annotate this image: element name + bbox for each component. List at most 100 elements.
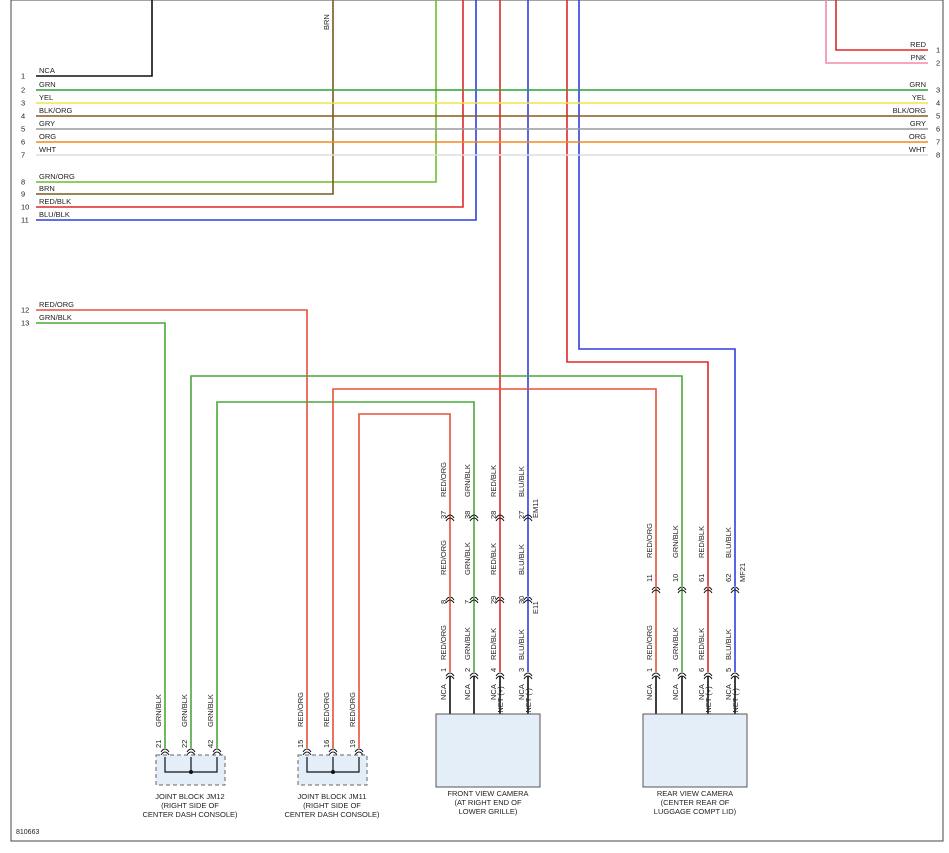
jm12-pin-42: 42	[206, 740, 215, 748]
rear-camera-caption-line-3: LUGGAGE COMPT LID)	[654, 807, 737, 816]
front-upper-pin-37: 37	[439, 511, 448, 519]
front-low-wire-2: RED/BLK	[489, 628, 498, 660]
rear-cam-pin-6: 6	[697, 668, 706, 672]
left-pin-11: 11	[21, 216, 29, 225]
rear-upper-wire-1: GRN/BLK	[671, 525, 680, 558]
wire-blu-blk-11	[36, 0, 477, 221]
jm12-connector-42	[212, 748, 222, 756]
front-low-wire-1: GRN/BLK	[463, 627, 472, 660]
wire-routing	[36, 0, 928, 748]
left-wire-label-wht: WHT	[39, 145, 56, 154]
right-pin-5: 5	[936, 112, 940, 121]
front-mid-wire-2: RED/BLK	[489, 543, 498, 575]
rear-low-wire-1: GRN/BLK	[671, 627, 680, 660]
front-mid-wire-3: BLU/BLK	[517, 544, 526, 575]
rear-cam-wire-3: NCA	[724, 684, 733, 700]
left-pin-8: 8	[21, 178, 25, 187]
jm11-wire-19: RED/ORG	[348, 692, 357, 727]
wire-nca-left	[36, 0, 153, 77]
front-upper-wire-1: GRN/BLK	[463, 464, 472, 497]
front-upper-pin-38: 38	[463, 511, 472, 519]
jm12-pin-21: 21	[154, 740, 163, 748]
wire-grn-blk-front	[216, 401, 475, 748]
jm11-caption-line-3: CENTER DASH CONSOLE)	[284, 810, 380, 819]
jm12-connector-21	[160, 748, 170, 756]
wire-grn-blk-13	[36, 322, 166, 748]
front-upper-connector-1	[469, 514, 479, 522]
front-cam-connector-2	[495, 672, 505, 680]
front-mid-pin-8: 8	[439, 600, 448, 604]
left-pin-9: 9	[21, 190, 25, 199]
rear-cam-wire-1: NCA	[671, 684, 680, 700]
right-wire-label-blk-org: BLK/ORG	[893, 106, 927, 115]
left-pin-13: 13	[21, 319, 29, 328]
front-mid-pin-7: 7	[463, 600, 472, 604]
front-camera-box	[435, 713, 541, 788]
wire-rear-red-blk	[566, 0, 709, 586]
left-pin-6: 6	[21, 138, 25, 147]
jm11-pin-16: 16	[322, 740, 331, 748]
jm12-connector-22	[186, 748, 196, 756]
front-mid-connector-2	[495, 596, 505, 604]
front-mid-connector-3	[523, 596, 533, 604]
front-upper-wire-0: RED/ORG	[439, 462, 448, 497]
wire-grn-org	[36, 0, 437, 183]
wire-red-org-front	[358, 413, 451, 748]
left-pin-5: 5	[21, 125, 25, 134]
front-connector-e: E11	[531, 601, 540, 614]
jm12-wire-22: GRN/BLK	[180, 694, 189, 727]
wire-labels: 1NCA2GRN3YEL4BLK/ORG5GRY6ORG7WHT8GRN/ORG…	[21, 14, 940, 748]
rear-cam-wire-2: NCA	[697, 684, 706, 700]
right-pin-8: 8	[936, 151, 940, 160]
jm12-wire-21: GRN/BLK	[154, 694, 163, 727]
left-pin-12: 12	[21, 306, 29, 315]
rear-camera-box	[642, 713, 748, 788]
left-wire-label-blu-blk: BLU/BLK	[39, 210, 70, 219]
front-cam-wire-2: NCA	[489, 684, 498, 700]
rear-upper-pin-62: 62	[724, 574, 733, 582]
left-wire-label-yel: YEL	[39, 93, 53, 102]
rear-low-wire-2: RED/BLK	[697, 628, 706, 660]
left-wire-label-grn: GRN	[39, 80, 56, 89]
front-mid-connector-1	[469, 596, 479, 604]
right-pin-2: 2	[936, 59, 940, 68]
connector-marks	[160, 514, 740, 756]
rear-upper-pin-10: 10	[671, 574, 680, 582]
front-mid-pin-29: 29	[489, 596, 498, 604]
rear-cam-connector-3	[730, 672, 740, 680]
left-wire-label-blk-org: BLK/ORG	[39, 106, 73, 115]
right-wire-label-gry: GRY	[910, 119, 926, 128]
left-wire-label-grn-org: GRN/ORG	[39, 172, 75, 181]
front-mid-connector-0	[445, 596, 455, 604]
jm11-pin-15: 15	[296, 740, 305, 748]
wire-rear-nca-stubs	[655, 676, 736, 714]
brn-riser-label: BRN	[322, 14, 331, 30]
front-upper-wire-3: BLU/BLK	[517, 466, 526, 497]
right-pin-3: 3	[936, 86, 940, 95]
front-upper-pin-28: 28	[489, 511, 498, 519]
front-cam-wire-1: NCA	[463, 684, 472, 700]
front-upper-pin-27: 27	[517, 511, 526, 519]
left-pin-2: 2	[21, 86, 25, 95]
rear-connector-mf: MF21	[738, 563, 747, 582]
front-cam-pin-2: 2	[463, 668, 472, 672]
joint-block-jm12	[155, 754, 226, 786]
front-upper-connector-3	[523, 514, 533, 522]
left-pin-4: 4	[21, 112, 25, 121]
left-pin-7: 7	[21, 151, 25, 160]
jm11-connector-16	[328, 748, 338, 756]
wire-red-blk-10	[36, 0, 464, 208]
front-camera-caption-line-2: (AT RIGHT END OF	[454, 798, 522, 807]
jm12-caption-line-3: CENTER DASH CONSOLE)	[142, 810, 238, 819]
rear-upper-pin-61: 61	[697, 574, 706, 582]
wire-front-nca-stubs	[449, 676, 529, 714]
jm12-pin-22: 22	[180, 740, 189, 748]
right-pin-4: 4	[936, 99, 940, 108]
jm12-caption-line-1: JOINT BLOCK JM12	[155, 792, 224, 801]
jm11-wire-15: RED/ORG	[296, 692, 305, 727]
left-wire-label-red-org: RED/ORG	[39, 300, 74, 309]
rear-upper-wire-0: RED/ORG	[645, 523, 654, 558]
jm11-connector-19	[354, 748, 364, 756]
left-pin-10: 10	[21, 203, 29, 212]
